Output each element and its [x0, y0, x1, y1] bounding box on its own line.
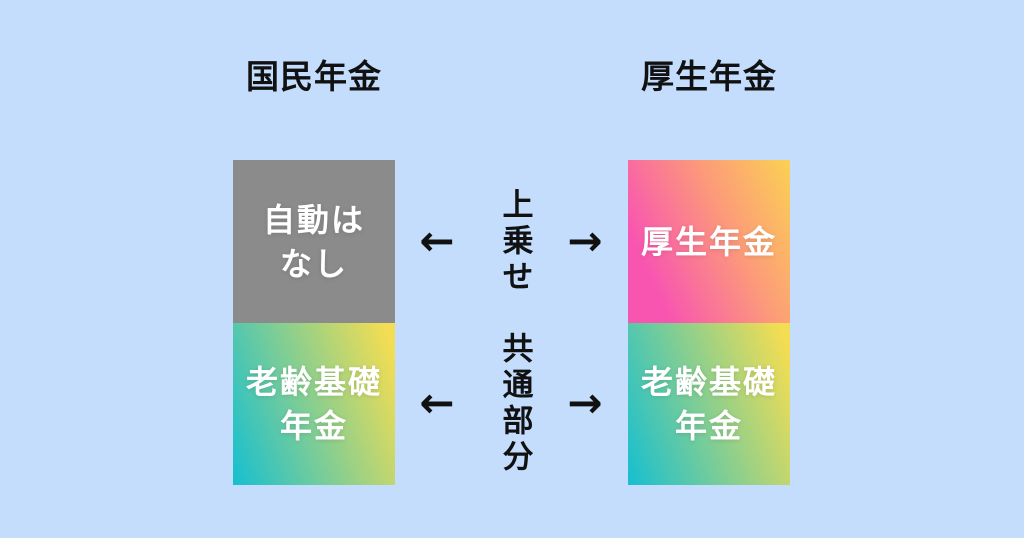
employees-pension-heading: 厚生年金: [641, 57, 777, 96]
left-arrow-lower-icon: ←: [419, 378, 455, 427]
no-addition-box: 自動は なし: [233, 160, 395, 323]
right-arrow-upper-icon: →: [567, 216, 603, 265]
basic-pension-box-left: 老齢基礎 年金: [233, 323, 395, 485]
basic-pension-box-right: 老齢基礎 年金: [628, 323, 790, 485]
employees-pension-box: 厚生年金: [628, 160, 790, 323]
common-part-label: 共通部分: [496, 332, 533, 476]
top-up-label: 上乗せ: [496, 188, 533, 296]
national-pension-heading: 国民年金: [246, 57, 382, 96]
basic-pension-label-left: 老齢基礎 年金: [245, 363, 382, 445]
no-addition-label: 自動は なし: [262, 200, 365, 283]
employees-pension-label: 厚生年金: [640, 222, 777, 261]
right-arrow-lower-icon: →: [567, 378, 603, 427]
basic-pension-label-right: 老齢基礎 年金: [640, 363, 777, 445]
left-arrow-upper-icon: ←: [419, 216, 455, 265]
